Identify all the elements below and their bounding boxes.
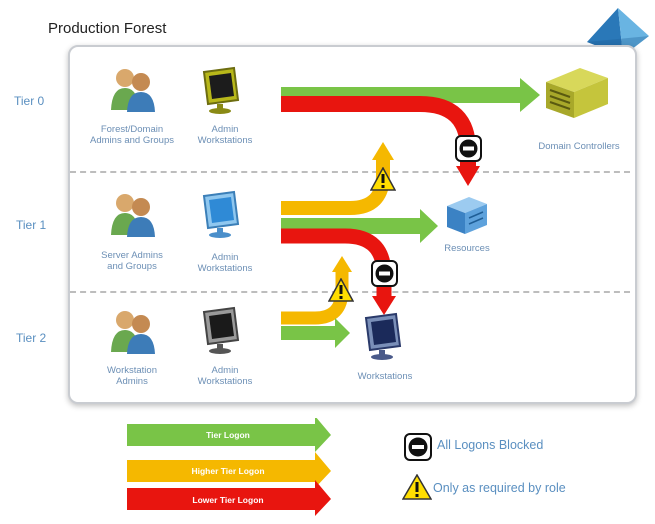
admin-group-icon: [111, 194, 155, 237]
domain-controllers-label: Domain Controllers: [538, 141, 620, 152]
blocked-icon: [455, 135, 482, 162]
tier-0-label: Tier 0: [14, 94, 45, 108]
legend-tier-logon: Tier Logon: [206, 430, 250, 440]
resources-server-icon: [447, 197, 487, 234]
tier2-green-arrow: [281, 318, 350, 348]
admin-group-icon: [111, 311, 155, 354]
workstation-caption-tier1: Admin Workstations: [197, 252, 253, 274]
workstation-caption-tier0: Admin Workstations: [197, 124, 253, 146]
admin-group-icon: [111, 69, 155, 112]
blocked-icon: [371, 260, 398, 287]
legend-only-as-required: Only as required by role: [433, 481, 566, 495]
warning-icon: [370, 167, 396, 191]
resources-label: Resources: [444, 243, 490, 254]
warning-icon: [402, 474, 432, 500]
admin-caption-tier1: Server Admins and Groups: [101, 250, 163, 272]
admin-workstation-icon: [202, 66, 240, 114]
warning-icon: [328, 278, 354, 302]
legend-higher-tier-logon: Higher Tier Logon: [191, 466, 264, 476]
legend-all-logons-blocked: All Logons Blocked: [437, 438, 544, 452]
admin-workstation-icon: [202, 306, 240, 354]
tier1-yellow-arrow: [281, 160, 390, 215]
tier-divider: [70, 291, 630, 293]
legend-arrows: Tier Logon Higher Tier Logon Lower Tier …: [127, 418, 331, 516]
workstation-caption-tier2: Admin Workstations: [197, 365, 253, 387]
blocked-icon: [404, 433, 432, 461]
tier-divider: [70, 171, 630, 173]
workstations-label: Workstations: [357, 371, 413, 382]
admin-workstation-icon: [202, 190, 240, 238]
domain-controller-icon: [546, 68, 608, 118]
legend-lower-tier-logon: Lower Tier Logon: [192, 495, 263, 505]
tier1-green-arrow: [281, 209, 438, 243]
page-title: Production Forest: [48, 20, 167, 37]
tier-1-label: Tier 1: [16, 218, 47, 232]
tier0-green-arrow: [281, 78, 540, 112]
admin-caption-tier2: Workstation Admins: [107, 365, 157, 387]
admin-caption-tier0: Forest/Domain Admins and Groups: [90, 124, 174, 146]
workstation-icon: [364, 312, 402, 360]
tier-2-label: Tier 2: [16, 331, 47, 345]
